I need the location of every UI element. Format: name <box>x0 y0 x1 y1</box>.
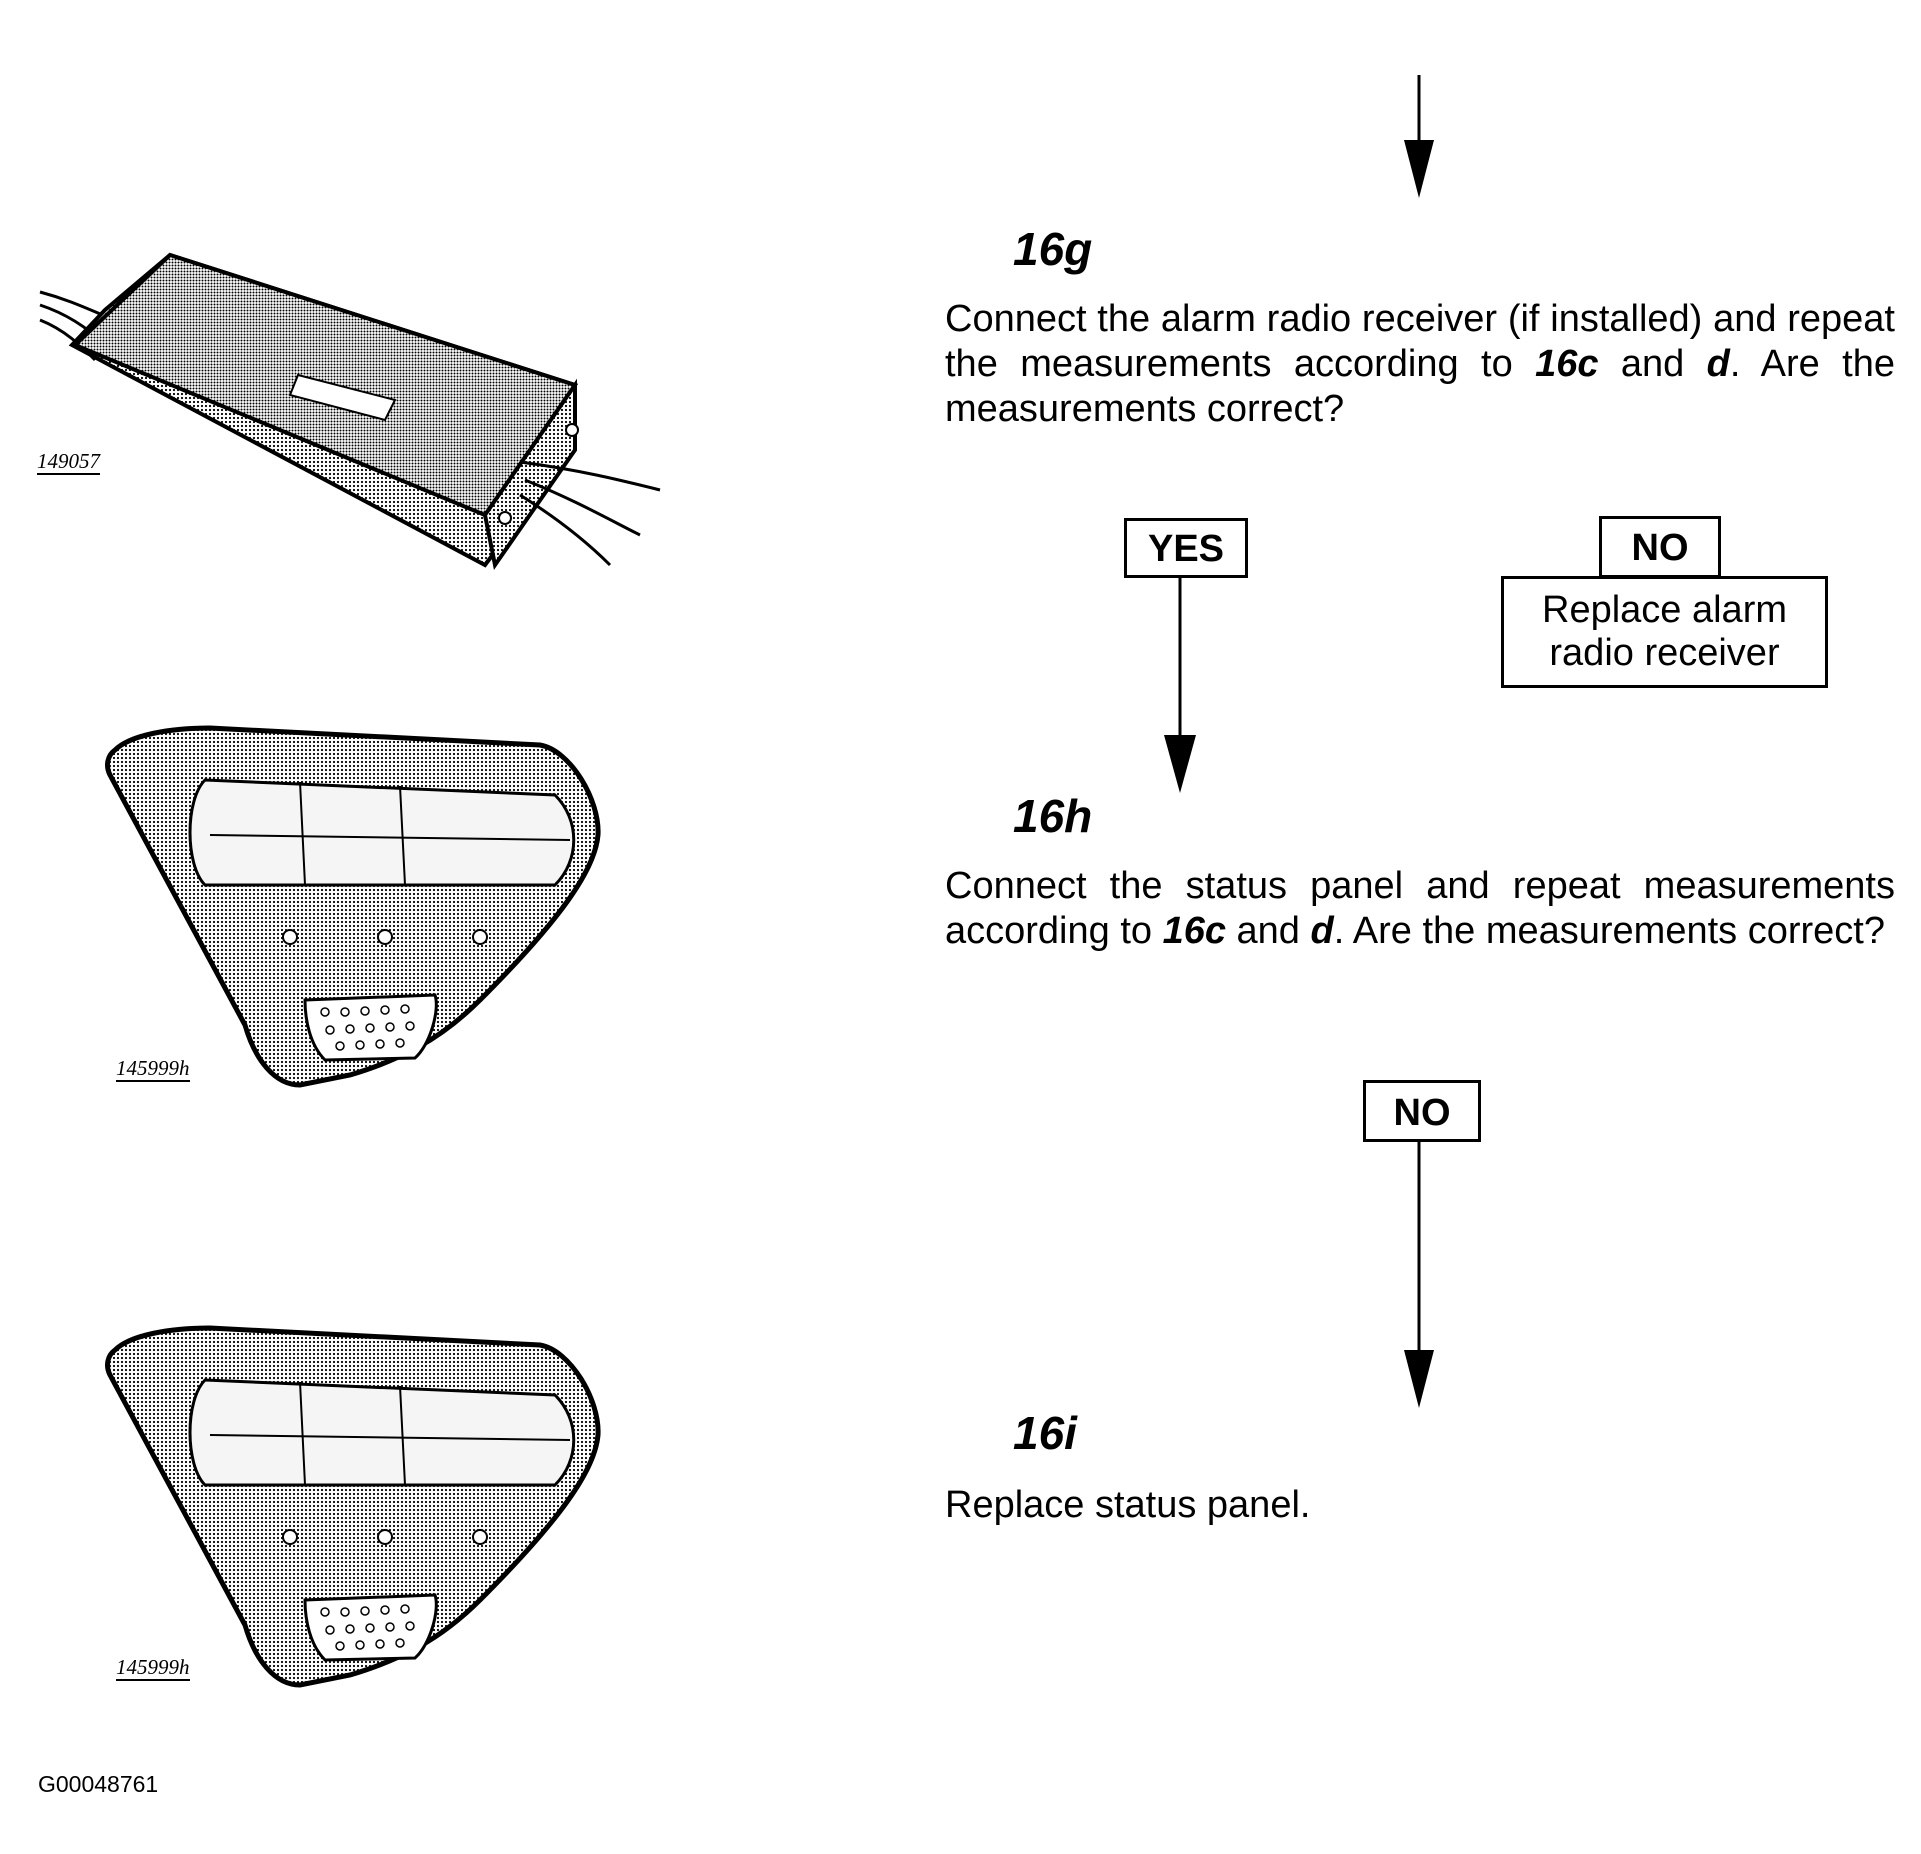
receiver-figure-label: 149057 <box>37 449 100 475</box>
step-16h-text: Connect the status panel and repeat meas… <box>945 864 1895 954</box>
entry-arrow-head <box>1404 140 1434 198</box>
step-16h-ref-16c: 16c <box>1162 910 1226 952</box>
document-id: G00048761 <box>38 1771 159 1797</box>
panel1-figure-label: 145999h <box>116 1056 190 1082</box>
step-16h-ref-d: d <box>1310 910 1334 952</box>
step-16g-ref-16c: 16c <box>1535 343 1599 385</box>
replace-receiver-line2: radio receiver <box>1549 632 1780 674</box>
replace-receiver-box: Replace alarm radio receiver <box>1501 576 1828 688</box>
step-16g-text-part: . Are the measurements correct? <box>945 343 1895 430</box>
step-16h-heading: 16h <box>1013 790 1093 842</box>
panel2-figure-label: 145999h <box>116 1655 190 1681</box>
replace-receiver-line1: Replace alarm <box>1542 589 1787 631</box>
step-16i-text: Replace status panel. <box>945 1484 1311 1526</box>
no-arrow-head <box>1404 1350 1434 1408</box>
step-16g-text-part: Connect the alarm radio receiver (if ins… <box>945 298 1895 385</box>
step-16g-text-part: and <box>1598 343 1707 385</box>
decision-yes-box: YES <box>1124 518 1248 578</box>
step-16g-ref-d: d <box>1706 343 1730 385</box>
decision-no-box-16h: NO <box>1363 1080 1481 1142</box>
step-16g-heading: 16g <box>1013 223 1093 275</box>
step-16h-text-part: and <box>1225 910 1311 952</box>
step-16h-text-part: Connect the status panel and repeat meas… <box>945 865 1895 952</box>
step-16i-heading: 16i <box>1013 1407 1077 1459</box>
yes-arrow-head <box>1164 735 1196 793</box>
step-16g-text: Connect the alarm radio receiver (if ins… <box>945 297 1895 432</box>
step-16h-text-part: . Are the measurements correct? <box>1333 910 1885 952</box>
